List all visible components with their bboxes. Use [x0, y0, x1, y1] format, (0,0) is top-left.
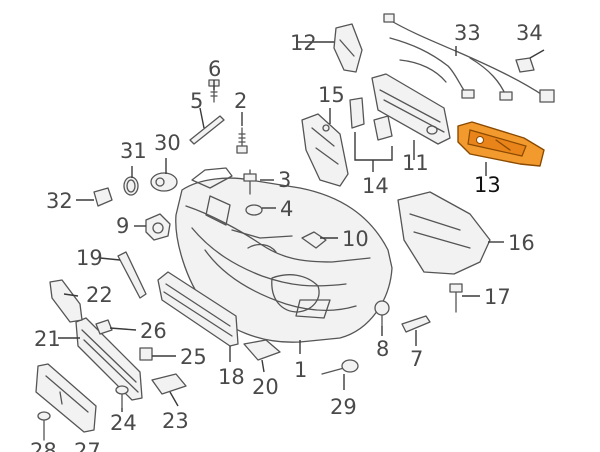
plug-7 — [401, 315, 431, 333]
callout-6: 6 — [208, 57, 221, 81]
callout-13: 13 — [474, 173, 501, 197]
callout-15: 15 — [318, 83, 345, 107]
callout-28: 28 — [30, 439, 57, 452]
sensor-29 — [321, 359, 359, 375]
callout-10: 10 — [342, 227, 369, 251]
cover-20 — [243, 339, 281, 361]
callout-2: 2 — [234, 89, 247, 113]
tow-cover-23 — [151, 373, 187, 395]
fastener-17 — [449, 283, 463, 313]
wiring-harness-33 — [383, 13, 555, 103]
callout-25: 25 — [180, 345, 207, 369]
bracket-12 — [333, 23, 363, 73]
callout-32: 32 — [46, 189, 73, 213]
license-bracket-27 — [35, 363, 97, 433]
callout-16: 16 — [508, 231, 535, 255]
callout-24: 24 — [110, 411, 137, 435]
callout-3: 3 — [278, 168, 291, 192]
callout-29: 29 — [330, 395, 357, 419]
bracket-13-highlighted — [457, 121, 545, 167]
callout-23: 23 — [162, 409, 189, 433]
callout-17: 17 — [484, 285, 511, 309]
screw-3 — [243, 169, 257, 195]
callout-31: 31 — [120, 139, 147, 163]
bolt-2 — [236, 127, 248, 154]
callout-12: 12 — [290, 31, 317, 55]
leader-lines — [58, 41, 545, 412]
callout-9: 9 — [116, 214, 129, 238]
callout-1: 1 — [294, 358, 307, 382]
bracket-16 — [397, 191, 491, 275]
bumper-cover — [175, 167, 393, 343]
callout-19: 19 — [76, 246, 103, 270]
callout-34: 34 — [516, 21, 543, 45]
callout-27: 27 — [74, 439, 101, 452]
callout-26: 26 — [140, 319, 167, 343]
sensor-holder-9 — [145, 213, 171, 241]
callout-11: 11 — [402, 151, 429, 175]
callout-33: 33 — [454, 21, 481, 45]
callout-8: 8 — [376, 337, 389, 361]
bolt-28 — [37, 411, 51, 441]
callout-4: 4 — [280, 197, 293, 221]
side-bracket-15 — [301, 113, 349, 187]
bracket-14b — [373, 115, 393, 141]
connector-34 — [515, 57, 535, 73]
bracket-14a — [349, 97, 365, 129]
clip-26 — [95, 319, 113, 335]
clip-25 — [139, 347, 153, 361]
clip-32 — [93, 187, 113, 207]
lower-grille — [157, 271, 239, 347]
callout-14: 14 — [362, 174, 389, 198]
nut-4 — [245, 204, 263, 216]
screw-24 — [115, 385, 129, 409]
absorber-11 — [371, 73, 451, 145]
fitting-8 — [374, 300, 390, 327]
callout-21: 21 — [34, 327, 61, 351]
callout-7: 7 — [410, 347, 423, 371]
callout-18: 18 — [218, 365, 245, 389]
callout-5: 5 — [190, 89, 203, 113]
sensor-30 — [150, 172, 178, 192]
callout-30: 30 — [154, 131, 181, 155]
ring-31 — [123, 176, 139, 196]
callout-labels: 1 2 3 4 5 6 7 8 9 10 11 12 13 14 15 16 1… — [30, 21, 543, 452]
clip-10 — [301, 231, 327, 249]
fog-lamp-frame-22 — [49, 279, 83, 323]
reflector-19 — [117, 251, 147, 299]
callout-20: 20 — [252, 375, 279, 399]
side-grille-21 — [75, 317, 143, 401]
trim-strip-5 — [189, 115, 225, 145]
callout-22: 22 — [86, 283, 113, 307]
